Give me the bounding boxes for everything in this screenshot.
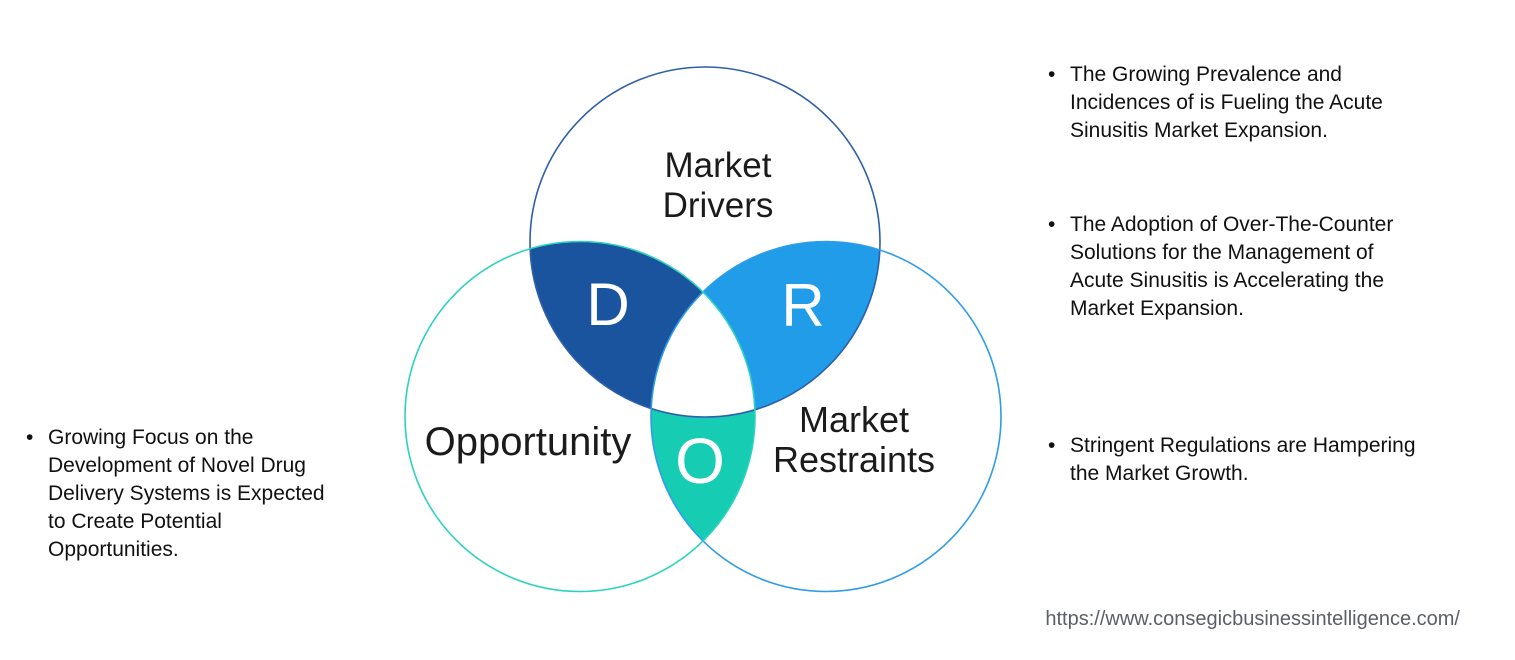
driver-bullet-1: • The Growing Prevalence and Incidences … (1042, 61, 1492, 145)
label-market-drivers: Market Drivers (662, 146, 774, 225)
source-url: https://www.consegicbusinessintelligence… (1045, 608, 1460, 630)
restraint-bullet: • Stringent Regulations are Hampering th… (1042, 432, 1502, 488)
opportunity-circle-outline (404, 240, 756, 593)
driver-bullet-2-text: The Adoption of Over-The-Counter Solutio… (1070, 213, 1394, 320)
bullet-marker: • (1048, 213, 1056, 236)
label-opportunity: Opportunity (424, 420, 632, 464)
opportunity-bullet: • Growing Focus on the Development of No… (20, 424, 390, 564)
bullet-marker: • (26, 426, 34, 449)
driver-bullet-1-text: The Growing Prevalence and Incidences of… (1070, 63, 1383, 142)
letter-d: D (586, 271, 630, 338)
driver-bullet-2: • The Adoption of Over-The-Counter Solut… (1042, 211, 1492, 323)
label-market-restraints: Market Restraints (772, 399, 936, 480)
opportunity-bullet-text: Growing Focus on the Development of Nove… (48, 426, 325, 561)
drivers-circle-outline (529, 66, 881, 418)
restraint-bullet-text: Stringent Regulations are Hampering the … (1070, 434, 1416, 485)
restraints-circle-outline (650, 240, 1002, 593)
letter-r: R (781, 272, 825, 339)
bullet-marker: • (1048, 434, 1056, 457)
bullet-marker: • (1048, 63, 1056, 86)
letter-o: O (675, 425, 725, 497)
